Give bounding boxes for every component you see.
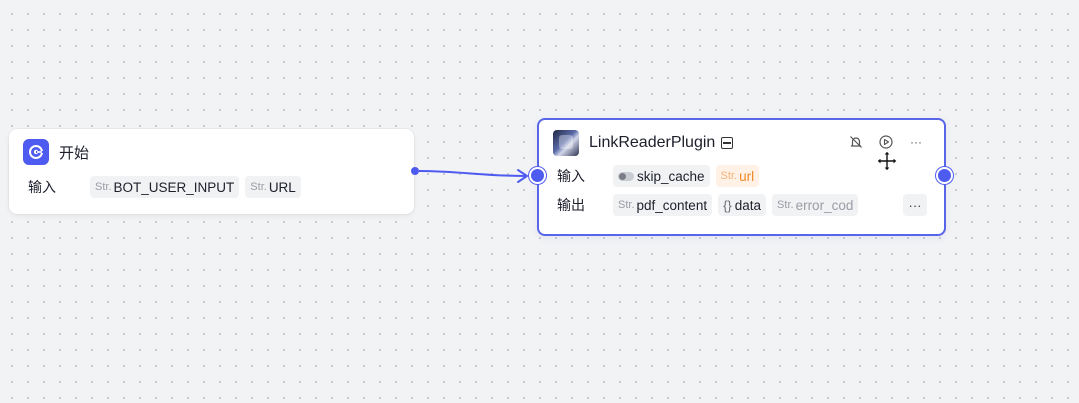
plugin-node-title: LinkReaderPlugin bbox=[589, 134, 716, 151]
more-icon[interactable]: ··· bbox=[910, 135, 922, 149]
more-outputs-button[interactable]: ··· bbox=[903, 194, 927, 216]
start-node-input-row: 输入 Str. BOT_USER_INPUT Str. URL bbox=[28, 176, 301, 198]
plugin-node-header: LinkReaderPlugin bbox=[553, 130, 734, 156]
toggle-icon bbox=[618, 171, 634, 181]
plugin-input-port[interactable] bbox=[529, 167, 546, 184]
no-bell-icon[interactable] bbox=[848, 134, 864, 150]
input-variable-tag: Str. URL bbox=[245, 176, 301, 198]
plugin-output-port[interactable] bbox=[936, 167, 953, 184]
plugin-node[interactable]: LinkReaderPlugin ··· 输入 skip bbox=[537, 118, 946, 236]
play-icon[interactable] bbox=[878, 134, 894, 150]
type-label: Str. bbox=[720, 170, 738, 182]
object-type-icon: {} bbox=[723, 197, 732, 213]
output-variable-tag: {} data bbox=[718, 194, 767, 216]
start-node[interactable]: 开始 输入 Str. BOT_USER_INPUT Str. URL bbox=[9, 129, 414, 214]
output-label: 输出 bbox=[557, 197, 585, 213]
variable-name: error_cod bbox=[795, 197, 854, 213]
plugin-icon bbox=[553, 130, 579, 156]
start-node-header: 开始 bbox=[23, 139, 89, 165]
start-output-port[interactable] bbox=[411, 167, 419, 175]
plugin-node-input-row: 输入 skip_cache Str. url bbox=[557, 165, 760, 187]
input-variable-tag-warning: Str. url bbox=[715, 165, 760, 187]
plugin-node-actions: ··· bbox=[848, 134, 924, 150]
output-variable-tag: Str. error_cod bbox=[772, 194, 859, 216]
input-label: 输入 bbox=[557, 168, 585, 184]
variable-name: pdf_content bbox=[636, 197, 708, 213]
type-label: Str. bbox=[95, 181, 112, 193]
type-label: Str. bbox=[618, 199, 635, 211]
plugin-badge-icon bbox=[721, 137, 734, 149]
input-variable-tag: Str. BOT_USER_INPUT bbox=[90, 176, 240, 198]
plugin-node-output-row: 输出 Str. pdf_content {} data Str. error_c… bbox=[557, 194, 927, 216]
start-icon bbox=[23, 139, 49, 165]
variable-name: URL bbox=[268, 179, 296, 195]
input-variable-tag: skip_cache bbox=[613, 165, 710, 187]
variable-name: url bbox=[739, 168, 755, 184]
output-variable-tag: Str. pdf_content bbox=[613, 194, 713, 216]
variable-name: BOT_USER_INPUT bbox=[113, 179, 235, 195]
type-label: Str. bbox=[777, 199, 794, 211]
input-label: 输入 bbox=[28, 179, 56, 195]
variable-name: skip_cache bbox=[637, 168, 705, 184]
move-cursor-icon bbox=[876, 150, 898, 177]
variable-name: data bbox=[734, 197, 762, 213]
type-label: Str. bbox=[250, 181, 267, 193]
start-node-title: 开始 bbox=[59, 144, 90, 162]
